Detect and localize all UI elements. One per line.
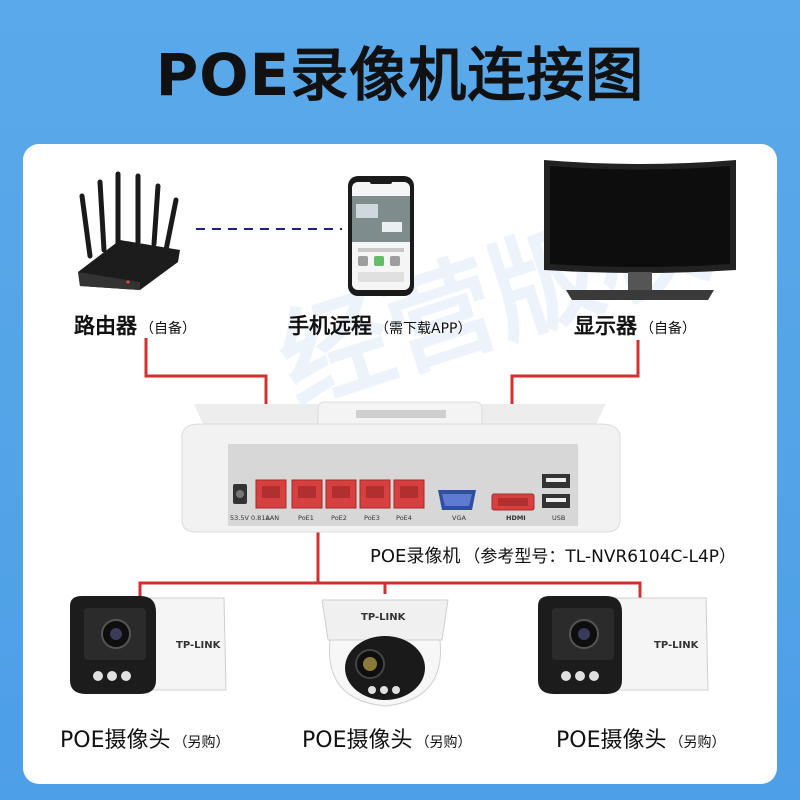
monitor-name: 显示器 <box>574 314 637 338</box>
monitor-label: 显示器（自备） <box>574 310 696 340</box>
camera-left-name: POE摄像头 <box>60 728 170 753</box>
phone-label: 手机远程（需下载APP） <box>288 310 471 340</box>
camera-brand-right: TP-LINK <box>654 640 700 651</box>
bullet-camera-left-icon: TP-LINK <box>70 596 226 694</box>
phone-note: （需下载APP） <box>375 321 471 337</box>
port-label-hdmi: HDMI <box>506 514 526 522</box>
camera-brand-center: TP-LINK <box>361 612 407 623</box>
port-label-power: 53.5V 0.81A <box>230 514 270 522</box>
nvr-label: POE录像机（参考型号：TL-NVR6104C-L4P） <box>370 542 736 568</box>
router-name: 路由器 <box>74 314 137 338</box>
camera-left-label: POE摄像头（另购） <box>60 722 229 754</box>
camera-left-note: （另购） <box>173 735 229 751</box>
port-label-poe2: PoE2 <box>331 514 347 522</box>
nvr-name: POE录像机 <box>370 546 460 567</box>
camera-right-label: POE摄像头（另购） <box>556 722 725 754</box>
camera-brand-left: TP-LINK <box>176 640 222 651</box>
phone-icon <box>348 176 414 296</box>
port-label-usb: USB <box>552 514 565 522</box>
monitor-icon <box>544 160 736 300</box>
camera-center-note: （另购） <box>415 735 471 751</box>
port-label-poe4: PoE4 <box>396 514 412 522</box>
camera-right-name: POE摄像头 <box>556 728 666 753</box>
dome-camera-center-icon: TP-LINK <box>322 600 448 706</box>
router-note: （自备） <box>140 321 196 337</box>
bullet-camera-right-icon: TP-LINK <box>538 596 708 694</box>
port-label-poe1: PoE1 <box>298 514 314 522</box>
camera-center-name: POE摄像头 <box>302 728 412 753</box>
camera-center-label: POE摄像头（另购） <box>302 722 471 754</box>
router-label: 路由器（自备） <box>74 310 196 340</box>
port-label-poe3: PoE3 <box>364 514 380 522</box>
nvr-note: （参考型号：TL-NVR6104C-L4P） <box>463 547 736 567</box>
router-icon <box>78 174 180 290</box>
camera-right-note: （另购） <box>669 735 725 751</box>
monitor-note: （自备） <box>640 321 696 337</box>
port-label-vga: VGA <box>452 514 466 522</box>
phone-name: 手机远程 <box>288 314 372 338</box>
nvr-device <box>182 402 620 532</box>
port-label-lan: LAN <box>266 514 279 522</box>
